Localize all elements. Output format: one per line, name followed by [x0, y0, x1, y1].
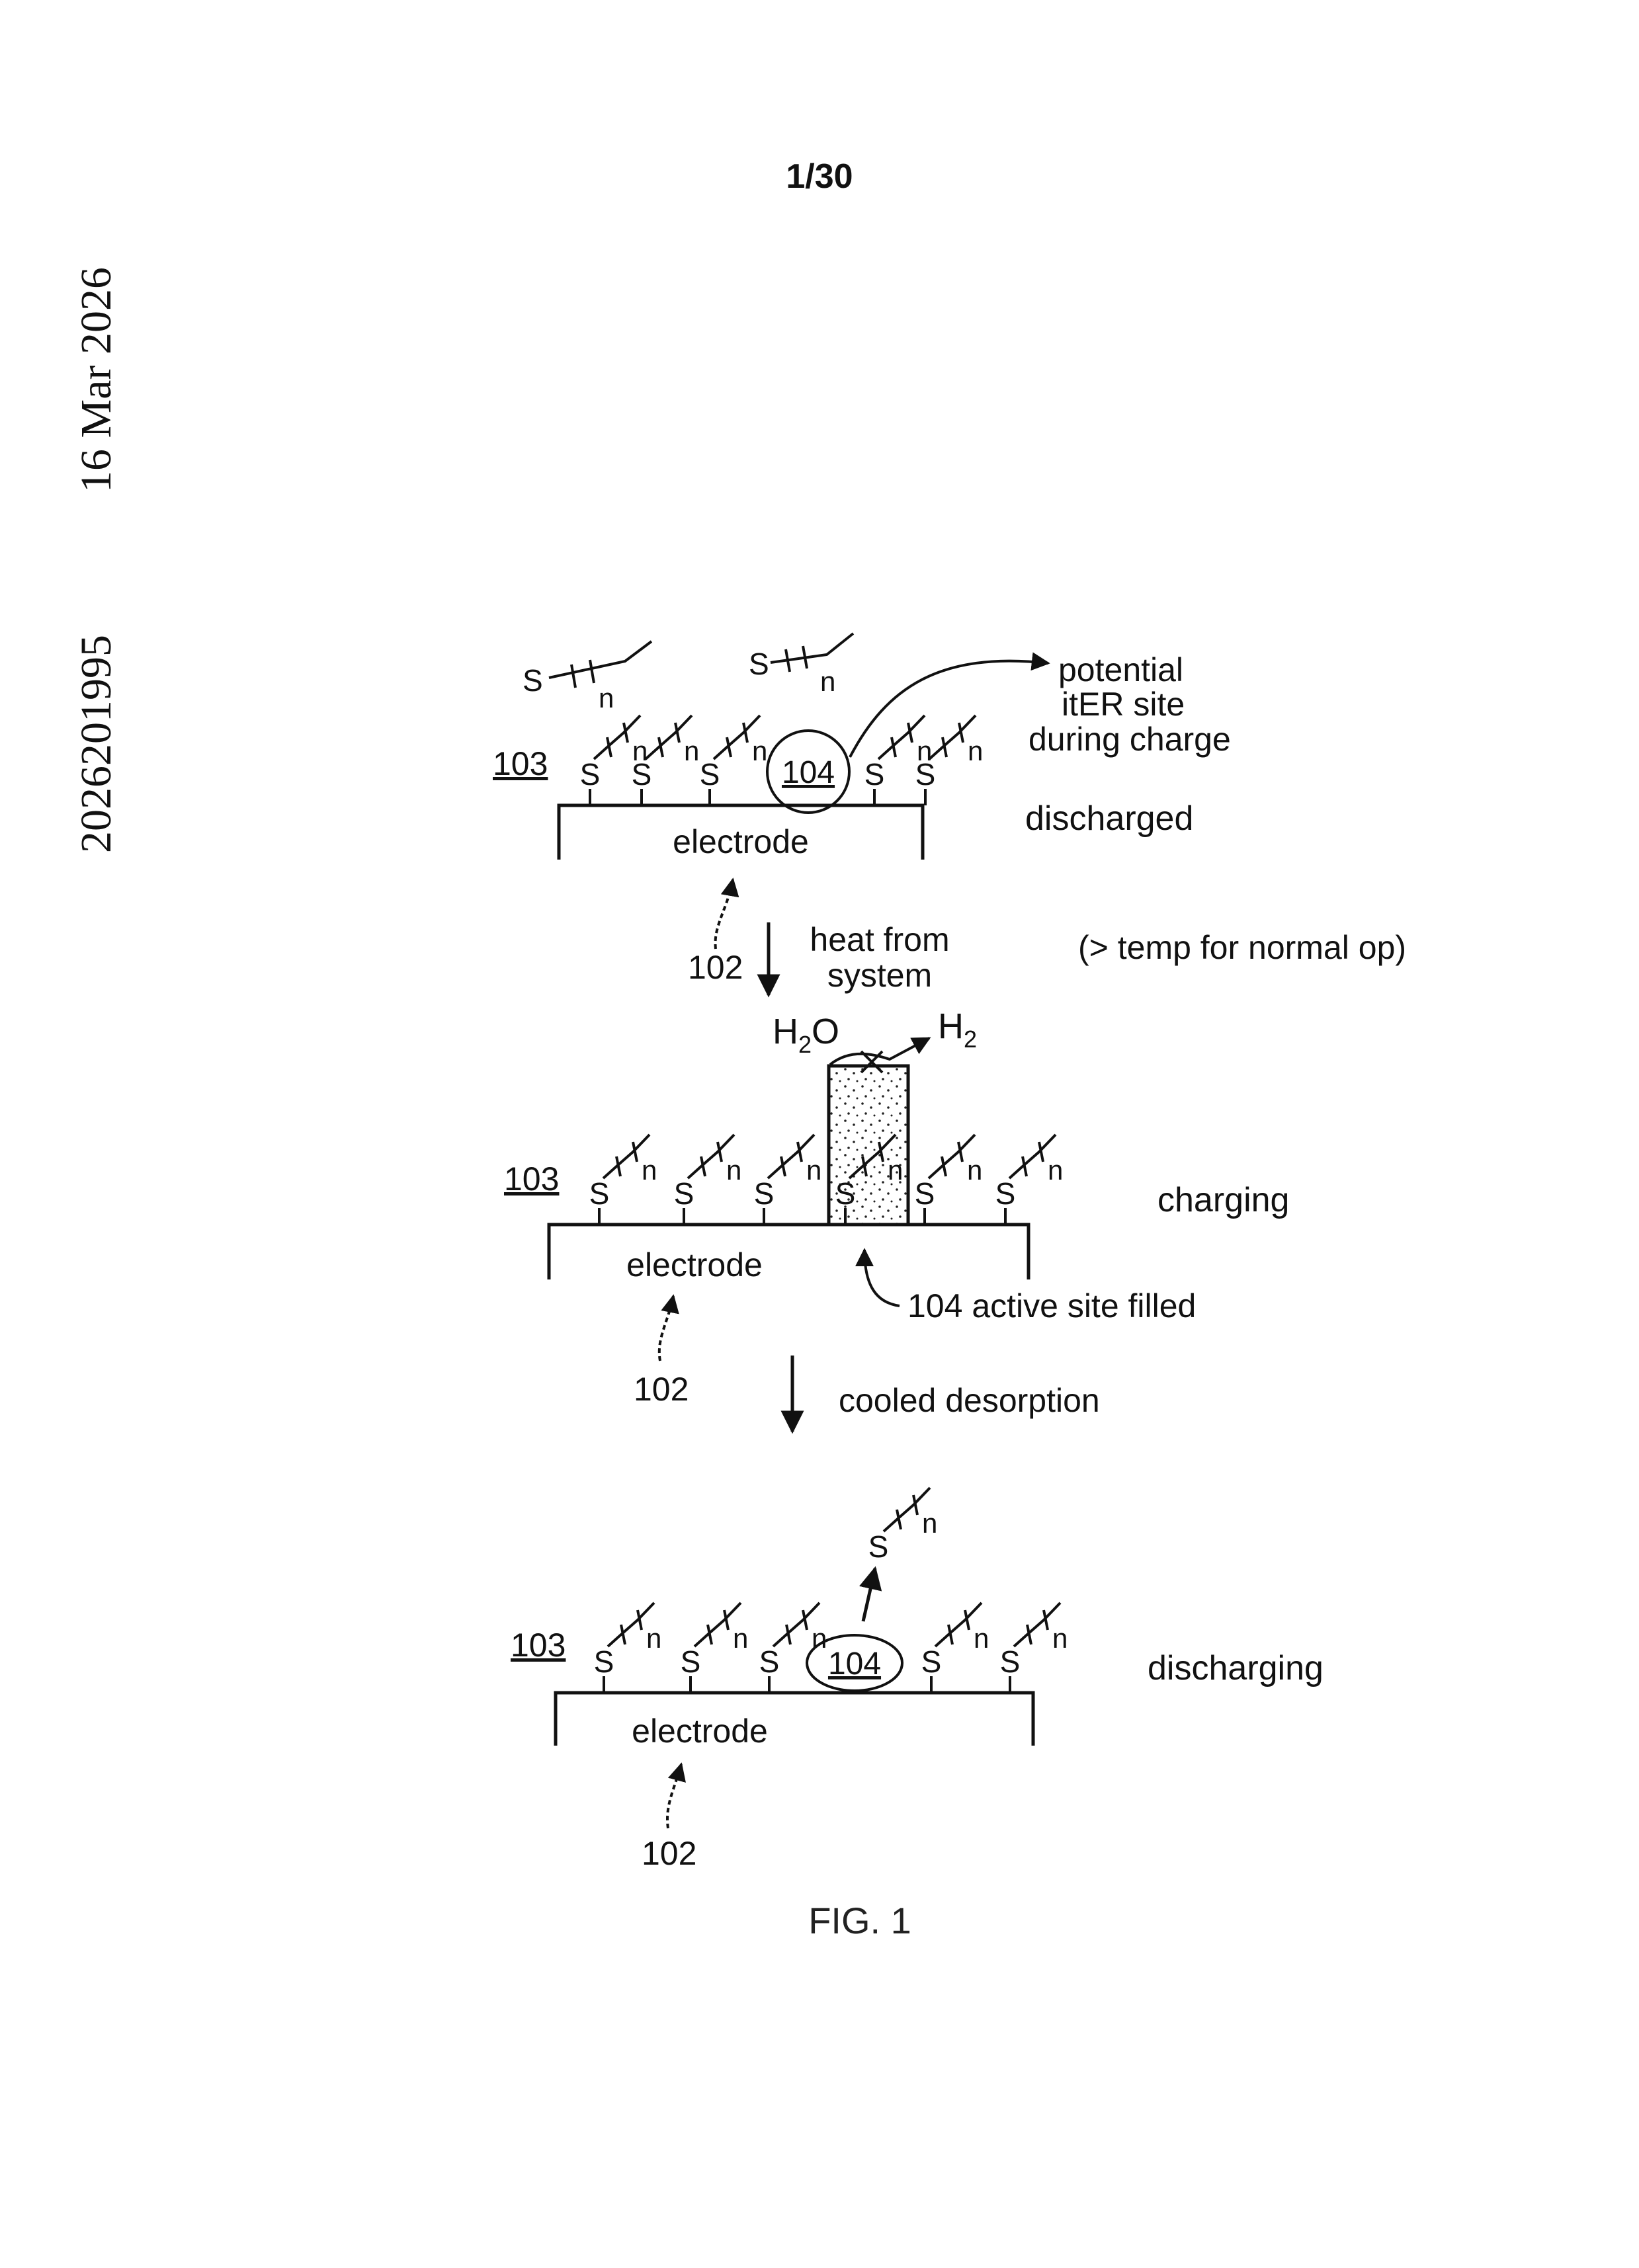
- svg-text:n: n: [684, 735, 699, 766]
- svg-text:n: n: [752, 735, 767, 766]
- svg-text:n: n: [646, 1623, 661, 1654]
- temperature-condition: (> temp for normal op): [1078, 929, 1406, 966]
- svg-text:S: S: [749, 647, 769, 681]
- ref-104: 104: [782, 755, 835, 790]
- reaction-arrow: [830, 1038, 929, 1065]
- cooled-desorption-label: cooled desorption: [839, 1382, 1100, 1419]
- svg-text:S: S: [700, 757, 720, 791]
- svg-text:S: S: [915, 757, 936, 791]
- leader-102: [716, 879, 733, 949]
- ref-103: 103: [493, 745, 548, 782]
- transition-cooled: cooled desorption: [792, 1356, 1100, 1432]
- ref-102: 102: [634, 1371, 689, 1408]
- leader-102: [659, 1296, 673, 1361]
- transition-heat: heat from system (> temp for normal op): [769, 921, 1406, 995]
- state-label: charging: [1157, 1181, 1289, 1219]
- desorbed-chain: S n: [868, 1488, 938, 1564]
- svg-text:n: n: [1048, 1154, 1063, 1186]
- electrode-label: electrode: [673, 823, 809, 860]
- tethered-chain: S n: [681, 1603, 749, 1693]
- tethered-chain: S n: [921, 1603, 989, 1693]
- svg-text:S: S: [754, 1176, 775, 1211]
- water-label: H2O: [773, 1012, 839, 1058]
- ref-104: 104: [828, 1646, 881, 1681]
- svg-text:n: n: [968, 735, 983, 766]
- svg-text:n: n: [1052, 1623, 1068, 1654]
- svg-text:S: S: [674, 1176, 694, 1211]
- tethered-chain: S n: [995, 1135, 1064, 1225]
- svg-text:S: S: [864, 757, 885, 791]
- svg-text:S: S: [1000, 1644, 1021, 1679]
- free-chain: S n: [749, 633, 853, 697]
- tethered-chain: S n: [754, 1135, 822, 1225]
- svg-text:n: n: [733, 1623, 748, 1654]
- callout-line-2: itER site: [1062, 686, 1185, 723]
- free-chain: S n: [523, 641, 651, 713]
- svg-text:n: n: [888, 1154, 903, 1186]
- panel-charging: electrode 103 charging S n S n: [504, 1006, 1289, 1408]
- electrode-label: electrode: [626, 1246, 763, 1283]
- active-site-leader: [864, 1250, 900, 1306]
- tethered-chain: S n: [915, 1135, 983, 1225]
- svg-text:S: S: [580, 757, 601, 791]
- svg-text:n: n: [806, 1154, 821, 1186]
- svg-text:n: n: [922, 1508, 937, 1539]
- tethered-chain: S n: [700, 715, 768, 805]
- svg-text:n: n: [967, 1154, 982, 1186]
- tethered-chain: S n: [589, 1135, 657, 1225]
- svg-text:n: n: [642, 1154, 657, 1186]
- electrode-label: electrode: [632, 1713, 768, 1750]
- svg-text:S: S: [835, 1176, 856, 1211]
- svg-text:H2: H2: [938, 1006, 977, 1053]
- svg-text:S: S: [995, 1176, 1016, 1211]
- callout-line-1: potential: [1058, 651, 1183, 688]
- tethered-chain: S n: [1000, 1603, 1068, 1693]
- tethered-chain: S n: [915, 715, 984, 805]
- svg-text:S: S: [594, 1644, 614, 1679]
- svg-text:S: S: [523, 663, 543, 698]
- svg-text:S: S: [632, 757, 652, 791]
- svg-text:S: S: [868, 1529, 889, 1564]
- leader-102: [667, 1764, 681, 1828]
- tethered-chain: S n: [632, 715, 700, 805]
- heat-line-2: system: [827, 957, 932, 994]
- svg-text:S: S: [759, 1644, 780, 1679]
- desorption-arrow: [863, 1568, 875, 1621]
- svg-text:n: n: [820, 666, 835, 697]
- svg-text:S: S: [915, 1176, 935, 1211]
- svg-text:S: S: [589, 1176, 610, 1211]
- svg-text:n: n: [974, 1623, 989, 1654]
- svg-text:S: S: [681, 1644, 701, 1679]
- ref-103: 103: [504, 1160, 559, 1197]
- tethered-chain: S n: [594, 1603, 662, 1693]
- ref-102: 102: [642, 1835, 696, 1872]
- figure-caption: FIG. 1: [728, 1894, 992, 1947]
- callout-line-3: during charge: [1029, 721, 1231, 758]
- active-site-label: 104 active site filled: [907, 1287, 1196, 1324]
- panel-discharging: electrode 103 discharging S n S n: [511, 1488, 1324, 1872]
- svg-text:n: n: [599, 682, 614, 713]
- svg-text:S: S: [921, 1644, 942, 1679]
- state-label: discharged: [1025, 799, 1193, 838]
- tethered-chain: S n: [674, 1135, 742, 1225]
- state-label: discharging: [1148, 1649, 1324, 1687]
- heat-line-1: heat from: [810, 921, 949, 958]
- ref-103: 103: [511, 1627, 566, 1664]
- ref-102: 102: [688, 949, 743, 986]
- electrode-outline: [556, 1693, 1033, 1746]
- electrode-outline: [549, 1225, 1029, 1279]
- hydrogen-label: H2: [938, 1006, 977, 1053]
- svg-text:H2O: H2O: [773, 1012, 839, 1058]
- svg-text:n: n: [726, 1154, 741, 1186]
